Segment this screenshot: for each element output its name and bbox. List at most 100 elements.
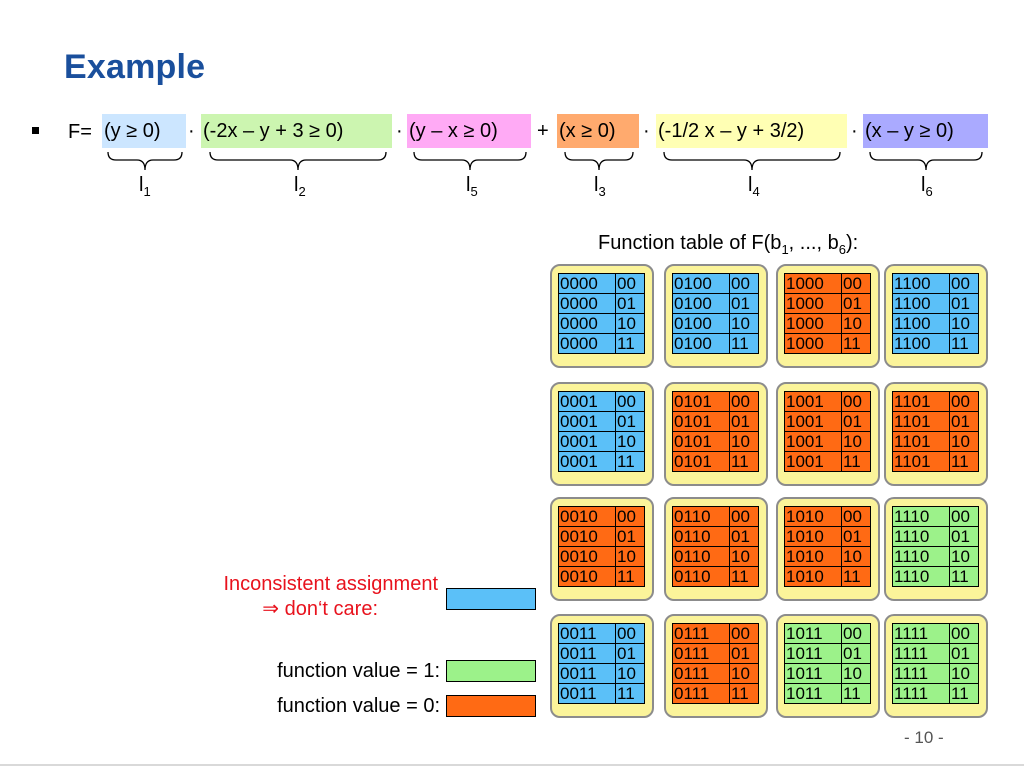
table-cell-suffix: 11 xyxy=(615,451,645,472)
table-cell-suffix: 01 xyxy=(729,411,759,432)
table-cell-prefix: 0001 xyxy=(558,411,616,432)
page-number: - 10 - xyxy=(904,728,944,747)
table-cell-prefix: 0001 xyxy=(558,391,616,412)
table-cell-prefix: 1000 xyxy=(784,333,842,354)
formula-term-l3: (x ≥ 0) xyxy=(557,114,639,148)
table-cell-suffix: 01 xyxy=(615,411,645,432)
table-cell-prefix: 0110 xyxy=(672,566,730,587)
table-cell-prefix: 1000 xyxy=(784,293,842,314)
table-cell-prefix: 1100 xyxy=(892,293,950,314)
legend-swatch-one xyxy=(446,660,536,682)
table-cell-suffix: 11 xyxy=(949,451,979,472)
literal-label-l6: l6 xyxy=(921,174,933,199)
table-cell-prefix: 1001 xyxy=(784,411,842,432)
operator-and: · xyxy=(396,120,403,142)
table-cell-prefix: 1011 xyxy=(784,683,842,704)
table-cell-suffix: 10 xyxy=(949,431,979,452)
table-cell-suffix: 00 xyxy=(949,273,979,294)
table-cell-suffix: 01 xyxy=(729,643,759,664)
table-cell-suffix: 00 xyxy=(729,623,759,644)
legend-zero-label: function value = 0: xyxy=(277,695,440,717)
table-cell-suffix: 01 xyxy=(841,643,871,664)
table-cell-prefix: 0000 xyxy=(558,273,616,294)
table-cell-suffix: 10 xyxy=(841,313,871,334)
table-cell-prefix: 1011 xyxy=(784,643,842,664)
table-cell-prefix: 0110 xyxy=(672,526,730,547)
table-cell-suffix: 01 xyxy=(615,293,645,314)
function-table-caption: Function table of F(b1, ..., b6): xyxy=(598,232,859,257)
table-cell-prefix: 1111 xyxy=(892,623,950,644)
table-cell-suffix: 10 xyxy=(615,546,645,567)
underbrace-l4 xyxy=(663,151,841,171)
table-cell-prefix: 0111 xyxy=(672,683,730,704)
table-cell-suffix: 01 xyxy=(949,643,979,664)
table-cell-suffix: 11 xyxy=(729,683,759,704)
table-cell-suffix: 00 xyxy=(729,273,759,294)
table-cell-suffix: 01 xyxy=(615,643,645,664)
table-cell-suffix: 10 xyxy=(729,313,759,334)
table-cell-prefix: 1011 xyxy=(784,663,842,684)
table-cell-suffix: 00 xyxy=(841,391,871,412)
table-cell-prefix: 1010 xyxy=(784,526,842,547)
table-cell-prefix: 0011 xyxy=(558,663,616,684)
legend-one-label: function value = 1: xyxy=(277,660,440,682)
table-cell-prefix: 1010 xyxy=(784,566,842,587)
table-cell-prefix: 1101 xyxy=(892,431,950,452)
table-cell-prefix: 0111 xyxy=(672,663,730,684)
table-cell-suffix: 11 xyxy=(841,333,871,354)
literal-label-l4: l4 xyxy=(748,174,760,199)
underbrace-l2 xyxy=(209,151,387,171)
table-cell-prefix: 0001 xyxy=(558,431,616,452)
table-cell-suffix: 01 xyxy=(615,526,645,547)
table-cell-suffix: 10 xyxy=(615,431,645,452)
table-cell-prefix: 1101 xyxy=(892,391,950,412)
operator-and: · xyxy=(643,120,650,142)
table-cell-suffix: 01 xyxy=(949,411,979,432)
table-cell-suffix: 00 xyxy=(615,273,645,294)
table-cell-suffix: 01 xyxy=(841,411,871,432)
table-cell-suffix: 10 xyxy=(949,663,979,684)
table-cell-suffix: 00 xyxy=(949,623,979,644)
table-cell-prefix: 0100 xyxy=(672,333,730,354)
table-cell-suffix: 00 xyxy=(615,623,645,644)
table-cell-prefix: 0110 xyxy=(672,546,730,567)
table-cell-prefix: 0100 xyxy=(672,293,730,314)
operator-and: · xyxy=(188,120,195,142)
